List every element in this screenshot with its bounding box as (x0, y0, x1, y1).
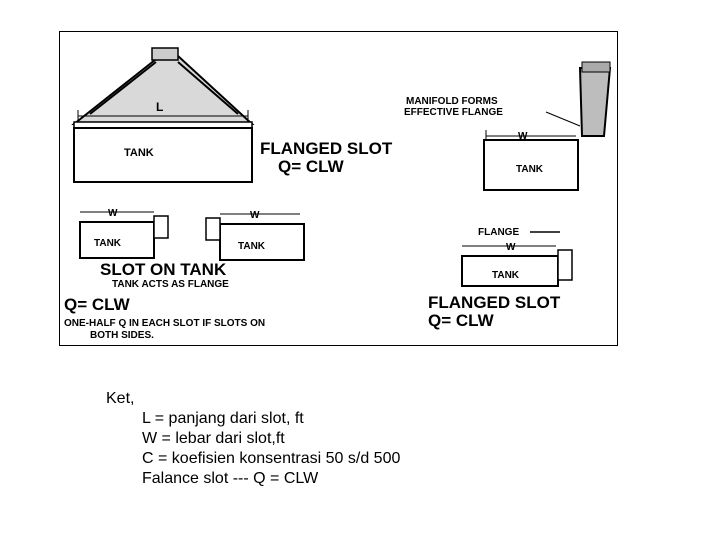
manifold-shape (578, 67, 612, 137)
slot-left-dim-w: W (108, 208, 118, 219)
slot-right-hood (205, 217, 221, 241)
diagram-canvas: L TANK FLANGED SLOT Q= CLW MANIFOLD FORM… (64, 47, 612, 341)
manifold-callout-line2: EFFECTIVE FLANGE (404, 107, 503, 118)
panel-slot-on-tank: W TANK W TANK SLOT ON TANK TANK ACTS AS … (64, 208, 305, 341)
slot-left-tank-label: TANK (94, 238, 122, 249)
note-line-c: C = koefisien konsentrasi 50 s/d 500 (142, 450, 401, 467)
flange-tank-label: TANK (492, 270, 520, 281)
tank-box (73, 127, 253, 183)
slot-right-tank (219, 223, 305, 261)
panel-flanged-slot-bottom: FLANGE W TANK FLANGED SLOT Q= CLW (428, 227, 573, 330)
flanged-slot-bottom-formula: Q= CLW (428, 311, 495, 330)
slot-on-tank-note-line2: BOTH SIDES. (90, 330, 154, 341)
flange-label: FLANGE (478, 227, 519, 238)
panel-flanged-slot-top: L TANK FLANGED SLOT Q= CLW (71, 47, 393, 183)
notes-block: Ket, L = panjang dari slot, ft W = lebar… (106, 389, 400, 489)
flange-dim-w: W (506, 242, 516, 253)
note-line-formula: Falance slot --- Q = CLW (142, 470, 319, 487)
note-line-w: W = lebar dari slot,ft (142, 430, 285, 447)
manifold-tank-label: TANK (516, 164, 544, 175)
manifold-tank-box (483, 139, 579, 191)
tank-label: TANK (124, 147, 154, 159)
slot-hood-diagram: L TANK FLANGED SLOT Q= CLW MANIFOLD FORM… (59, 31, 618, 346)
notes-heading: Ket, (106, 390, 135, 407)
manifold-dim-w: W (518, 131, 528, 142)
flanged-slot-formula: Q= CLW (278, 157, 345, 176)
flange-slot-hood (557, 249, 573, 281)
dim-label-l: L (156, 100, 163, 114)
slot-on-tank-title: SLOT ON TANK (100, 260, 227, 279)
slot-on-tank-subtitle: TANK ACTS AS FLANGE (112, 279, 229, 290)
slot-right-tank-label: TANK (238, 241, 266, 252)
note-line-l: L = panjang dari slot, ft (142, 410, 304, 427)
manifold-callout-line1: MANIFOLD FORMS (406, 96, 498, 107)
flange-tank-box (461, 255, 559, 287)
flanged-slot-bottom-title: FLANGED SLOT (428, 293, 561, 312)
slot-left-tank (79, 221, 155, 259)
duct-stub (151, 47, 179, 61)
slot-on-tank-formula: Q= CLW (64, 295, 131, 314)
panel-manifold: MANIFOLD FORMS EFFECTIVE FLANGE W TANK (404, 61, 612, 191)
slot-on-tank-note-line1: ONE-HALF Q IN EACH SLOT IF SLOTS ON (64, 318, 265, 329)
slot-right-dim-w: W (250, 210, 260, 221)
flanged-slot-title: FLANGED SLOT (260, 139, 393, 158)
slot-left-hood (153, 215, 169, 239)
